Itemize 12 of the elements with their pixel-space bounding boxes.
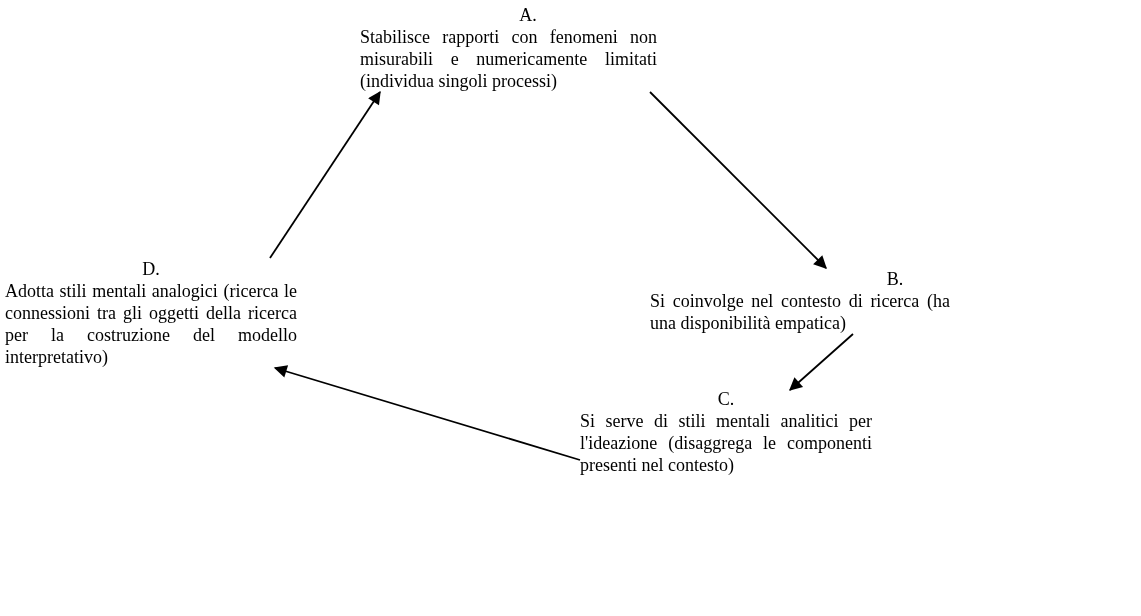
arrow — [649, 91, 827, 269]
node-heading: C. — [716, 388, 736, 410]
node-text: Adotta stili mentali analogici (ricerca le connessioni tra gli oggetti della ricerca per la costruzione del modello interpretativo) — [5, 280, 297, 368]
node-heading: B. — [885, 268, 905, 290]
arrow — [269, 90, 381, 259]
node-text: Si serve di stili mentali analitici per l'ideazione (disaggrega le componenti presenti nel contesto) — [580, 410, 872, 476]
node-text: Si coinvolge nel contesto di ricerca (ha una disponibilità empatica) — [650, 290, 950, 334]
node-heading: A. — [518, 4, 538, 26]
node-text: Stabilisce rapporti con fenomeni non misurabili e numericamente limitati (individua singoli processi) — [360, 26, 657, 92]
arrow — [273, 365, 581, 461]
arrow — [789, 333, 854, 391]
node-heading: D. — [141, 258, 161, 280]
